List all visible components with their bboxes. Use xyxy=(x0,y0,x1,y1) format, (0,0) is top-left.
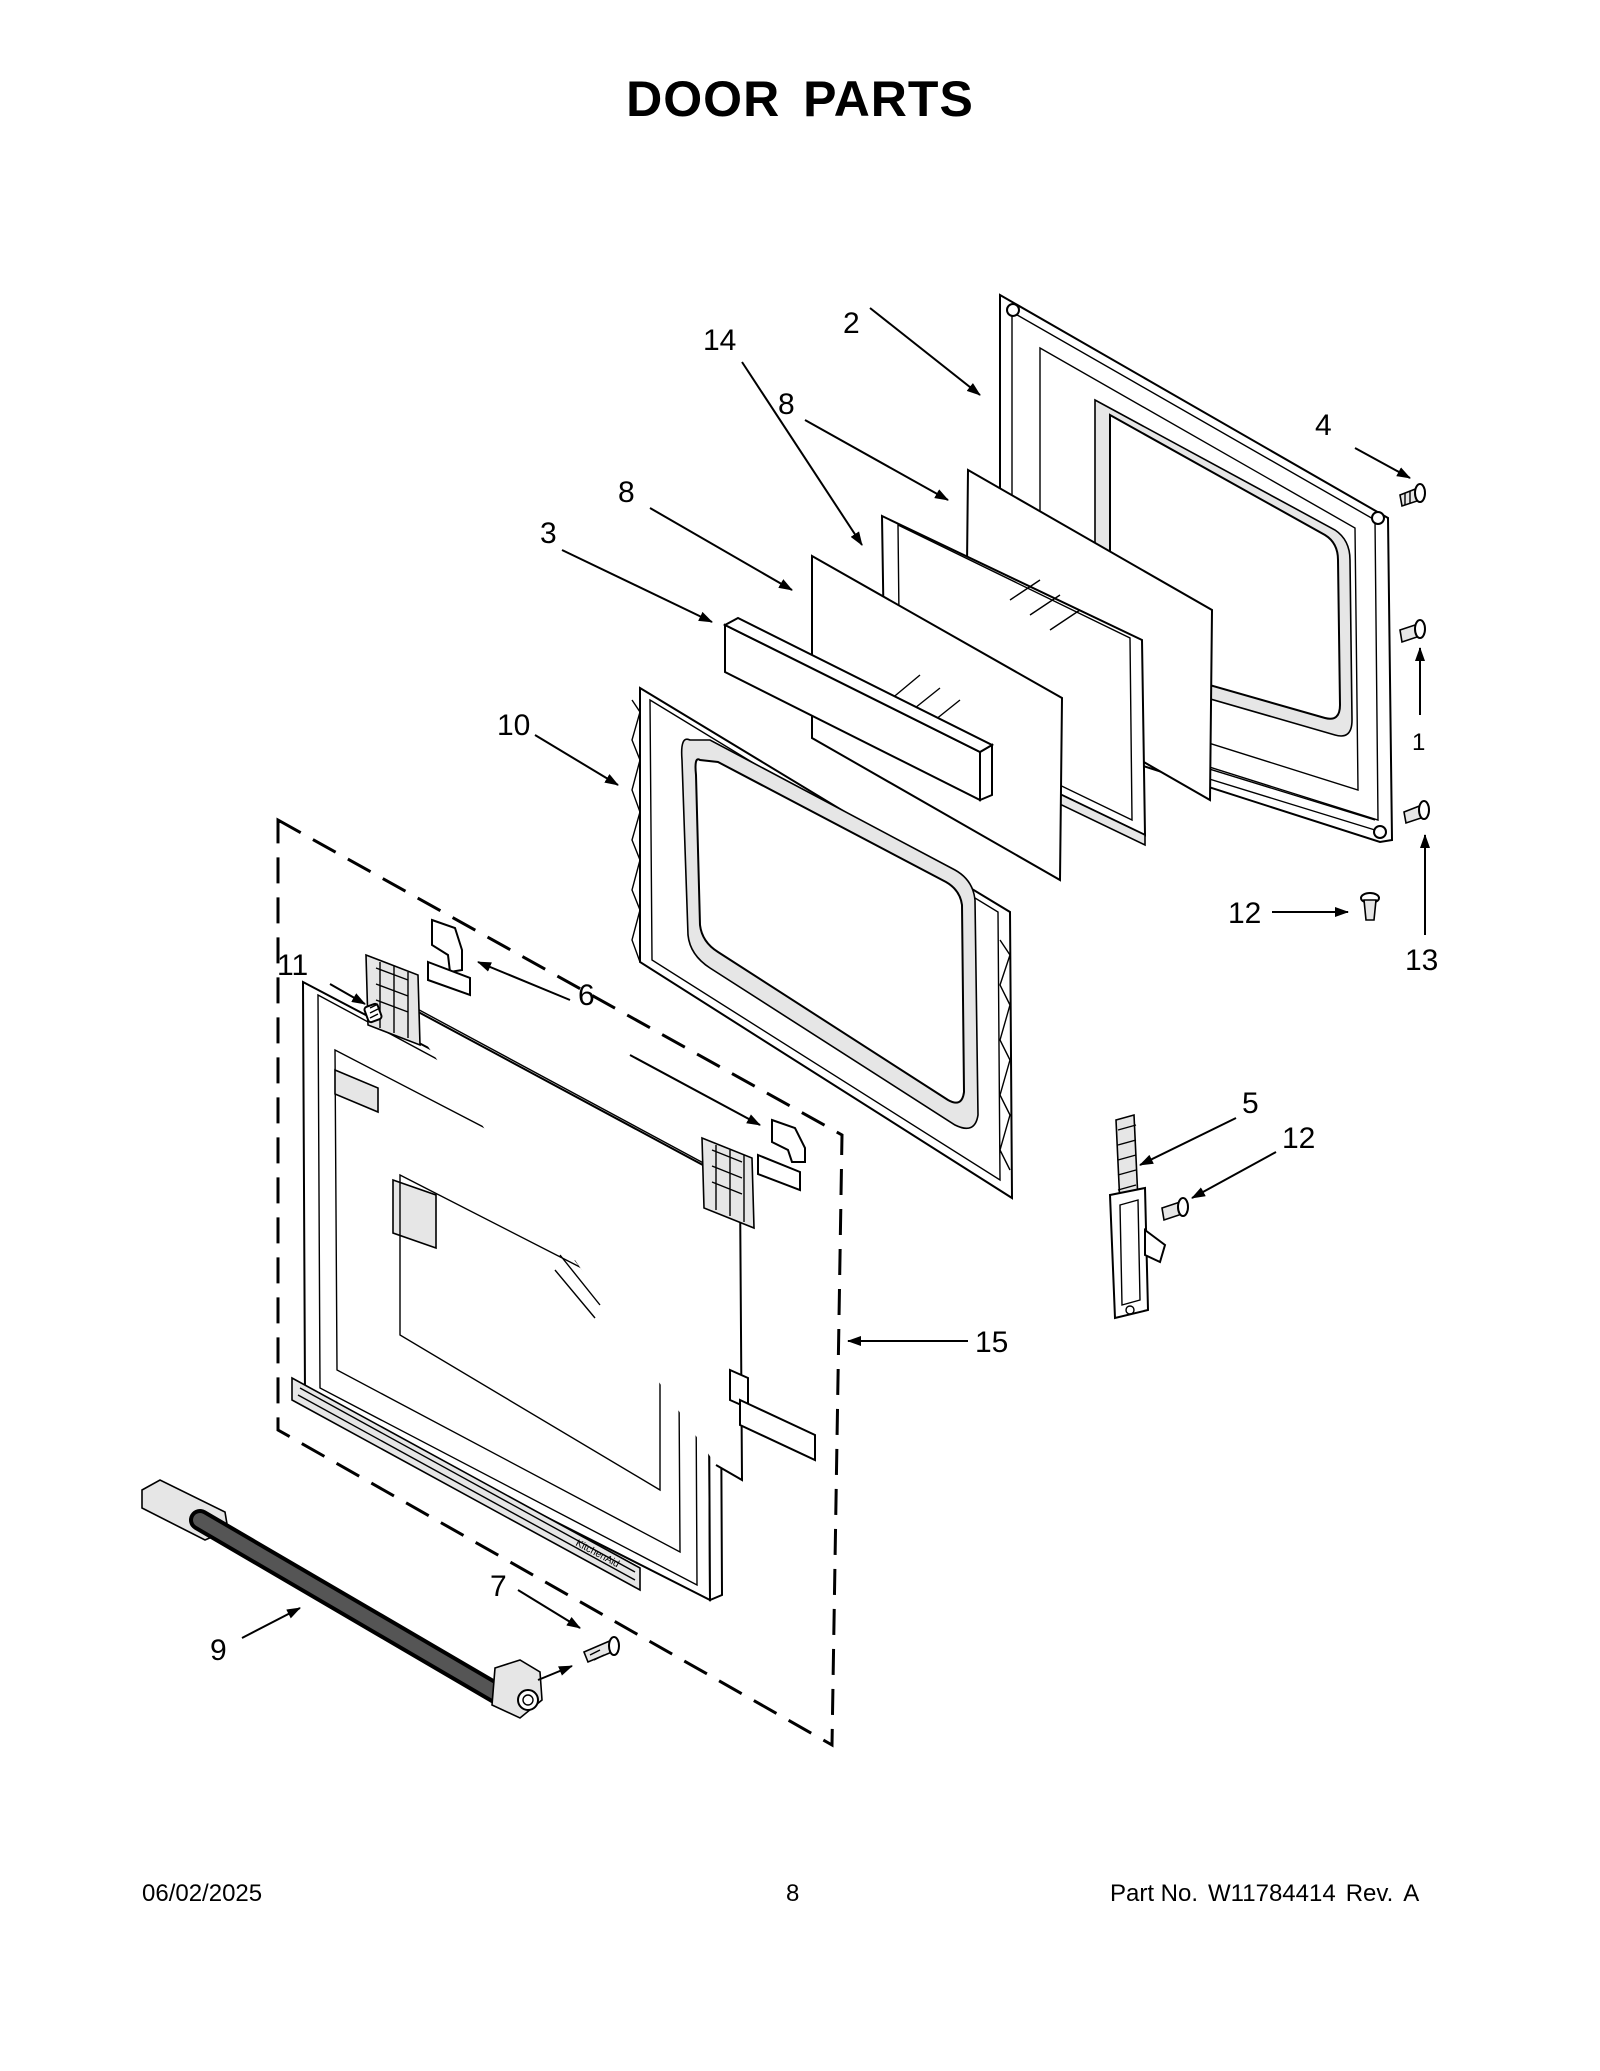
door-handle xyxy=(141,1479,543,1719)
screw-4 xyxy=(1399,483,1426,508)
screw-13 xyxy=(1403,800,1430,825)
callout-8-back: 8 xyxy=(778,388,795,421)
assembly-boundary xyxy=(276,817,844,1748)
door-trim-panel xyxy=(395,999,816,1482)
callout-13: 13 xyxy=(1405,944,1438,977)
door-insulation xyxy=(722,616,995,802)
door-gasket-frame xyxy=(631,686,1014,1200)
callout-11: 11 xyxy=(277,949,308,982)
rev-value: A xyxy=(1403,1880,1420,1907)
callout-12-upper: 12 xyxy=(1228,897,1261,930)
callout-8-front: 8 xyxy=(618,476,635,509)
door-bottom-vent: KitchenAid xyxy=(291,1376,641,1592)
part-number: W11784414 xyxy=(1208,1880,1336,1907)
door-label-plate xyxy=(392,1178,437,1250)
handle-screw xyxy=(582,1636,620,1664)
page-title: DOOR PARTS xyxy=(626,71,974,127)
callout-12-lower: 12 xyxy=(1282,1122,1315,1155)
callout-6: 6 xyxy=(578,979,595,1012)
callout-15: 15 xyxy=(975,1326,1008,1359)
callout-4: 4 xyxy=(1315,409,1332,442)
footer-part-info: Part No. W11784414 Rev. A xyxy=(1110,1880,1429,1908)
callout-2: 2 xyxy=(843,307,860,340)
callout-5: 5 xyxy=(1242,1087,1259,1120)
door-bracket-lower xyxy=(701,1118,806,1230)
screw-11 xyxy=(363,1002,383,1024)
screw-12-upper xyxy=(1360,892,1380,921)
door-hinge xyxy=(1108,1113,1167,1320)
callout-9: 9 xyxy=(210,1634,227,1667)
callout-1: 1 xyxy=(1412,729,1425,756)
footer-page-number: 8 xyxy=(786,1880,800,1907)
screw-12-lower xyxy=(1161,1197,1189,1222)
callout-10: 10 xyxy=(497,709,530,742)
callout-14: 14 xyxy=(703,324,736,357)
door-bracket-upper xyxy=(365,918,471,1047)
callout-7: 7 xyxy=(490,1570,507,1603)
rev-label: Rev. xyxy=(1345,1880,1394,1907)
part-label: Part No. xyxy=(1110,1880,1199,1907)
callout-3: 3 xyxy=(540,517,557,550)
footer-date: 06/02/2025 xyxy=(142,1880,263,1907)
leader-lines xyxy=(241,307,1430,1681)
screw-1 xyxy=(1399,619,1426,644)
